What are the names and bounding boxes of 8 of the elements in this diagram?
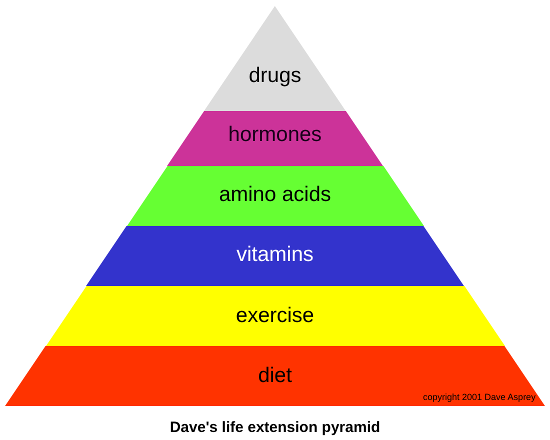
tier-label: hormones bbox=[228, 123, 322, 147]
diagram-caption: Dave's life extension pyramid bbox=[170, 419, 380, 437]
tier-label: vitamins bbox=[236, 243, 314, 267]
tier-label: diet bbox=[258, 364, 292, 388]
tier-label: amino acids bbox=[218, 183, 332, 207]
tier-label: drugs bbox=[248, 64, 302, 88]
copyright-note: copyright 2001 Dave Asprey bbox=[423, 392, 536, 403]
tier-label: exercise bbox=[236, 304, 314, 328]
